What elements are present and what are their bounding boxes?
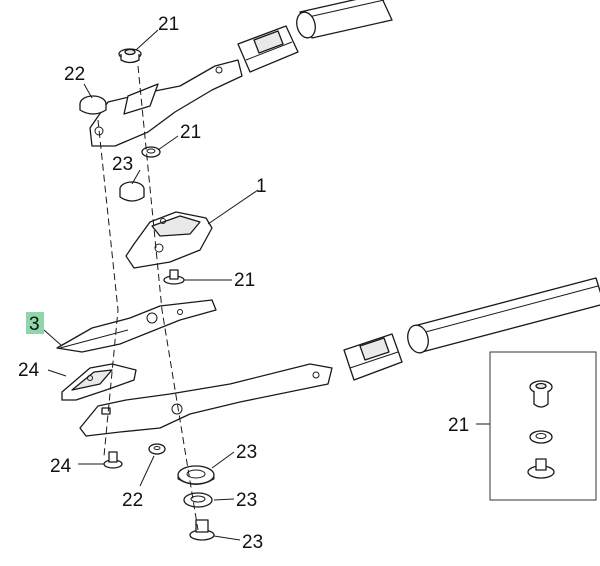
callout-24-bracket: 24	[18, 360, 40, 381]
upper-handle-arm	[89, 59, 243, 147]
inset-nut	[527, 458, 555, 479]
washer-23	[183, 492, 213, 508]
callout-23-c: 23	[242, 532, 263, 553]
nut-21	[163, 269, 185, 285]
leader-lines	[43, 29, 490, 541]
callout-1: 1	[256, 176, 267, 197]
callout-21-washer: 21	[180, 122, 201, 143]
callout-3: 3	[29, 314, 40, 335]
inset-box-21	[489, 351, 597, 501]
callout-22-top: 22	[64, 64, 85, 85]
anvil-bracket-24	[61, 363, 137, 401]
cap-22-top	[79, 95, 107, 115]
cap-23-mid	[119, 181, 145, 202]
lower-handle-tube	[407, 277, 600, 354]
callout-23-a: 23	[236, 442, 257, 463]
callout-22-bottom: 22	[122, 490, 143, 511]
upper-handle-tube	[296, 0, 393, 39]
lower-grip-sleeve	[343, 333, 403, 381]
nut-23	[189, 519, 215, 541]
screw-24	[103, 451, 123, 469]
callout-23-b: 23	[236, 490, 257, 511]
callout-3-highlighted: 3	[26, 312, 44, 335]
lower-handle-arm	[79, 363, 333, 437]
cap-22-bottom	[148, 443, 166, 455]
callout-24-screw: 24	[50, 456, 72, 477]
callout-21-inset: 21	[448, 415, 469, 436]
bushing-23	[177, 465, 215, 485]
upper-grip-sleeve	[237, 25, 299, 73]
blade-part-3	[56, 299, 217, 353]
assembly-axes	[97, 65, 199, 531]
inset-screw	[529, 380, 553, 408]
washer-21	[141, 146, 161, 158]
callout-21-nut: 21	[234, 270, 255, 291]
callout-21-top: 21	[158, 14, 179, 35]
callout-23-mid: 23	[112, 154, 133, 175]
screw-21-top	[118, 48, 142, 64]
callout-labels: 21 22 21 23 1 21 3 24 24 22 23 23 23 21	[18, 14, 469, 553]
inset-washer	[529, 430, 553, 444]
lever-part-1	[125, 211, 213, 269]
